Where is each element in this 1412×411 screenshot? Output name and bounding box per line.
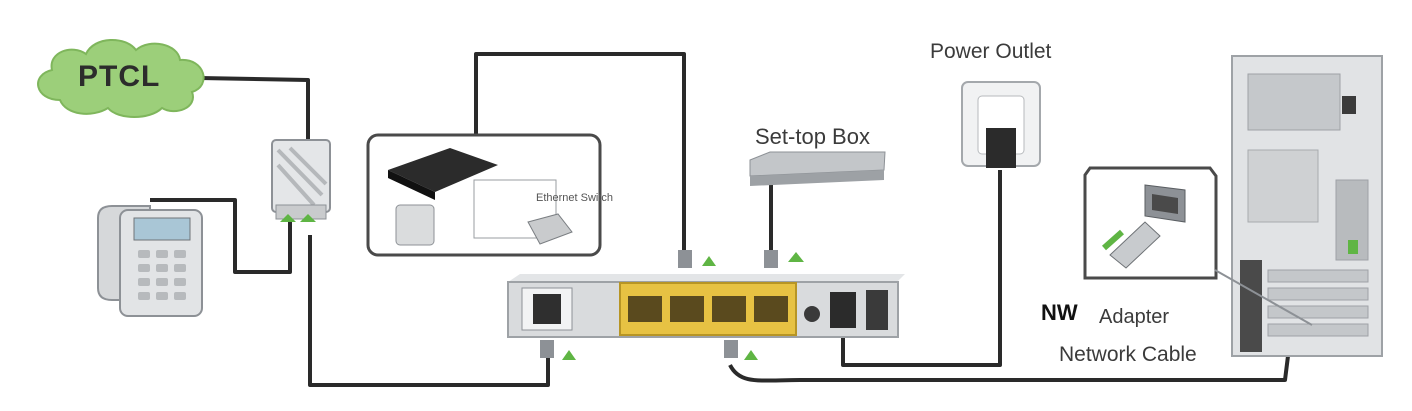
cables (150, 52, 1311, 387)
power-socket (830, 292, 856, 328)
cable-switch-to-router (474, 52, 686, 255)
telephone (97, 205, 203, 317)
power-jack (804, 306, 820, 322)
set-top-box-label: Set-top Box (755, 124, 870, 149)
dsl-splitter (271, 139, 331, 222)
adapter-label: Adapter (1099, 306, 1170, 328)
nw-label: NW (1041, 300, 1078, 325)
power-switch (866, 290, 888, 330)
cable-router-to-pc (728, 333, 1311, 383)
network-cable-label: Network Cable (1059, 343, 1197, 366)
cable-splitter-to-phone (150, 198, 292, 274)
pc-tower (1231, 55, 1383, 357)
router-dsl-arrow-icon (562, 350, 576, 360)
ethernet-switch-box (366, 133, 602, 257)
router-pc-arrow-icon (744, 350, 758, 360)
cable-power-to-router (841, 170, 1002, 367)
router-lan-arrow-icon (702, 256, 716, 266)
nw-adapter-detail (1083, 166, 1313, 326)
power-outlet-label: Power Outlet (930, 40, 1052, 63)
ptcl-label: PTCL (78, 60, 161, 93)
ptcl-cloud (37, 38, 205, 118)
power-outlet (961, 81, 1041, 168)
set-top-box (749, 151, 886, 268)
ethernet-switch-label: Ethernet Switch (536, 192, 614, 204)
splitter-arrow-icons (280, 214, 316, 222)
router (507, 250, 905, 360)
settop-arrow-icon (788, 252, 804, 262)
cable-splitter-to-router-dsl (308, 235, 550, 387)
cable-ptcl-to-splitter (199, 76, 310, 145)
